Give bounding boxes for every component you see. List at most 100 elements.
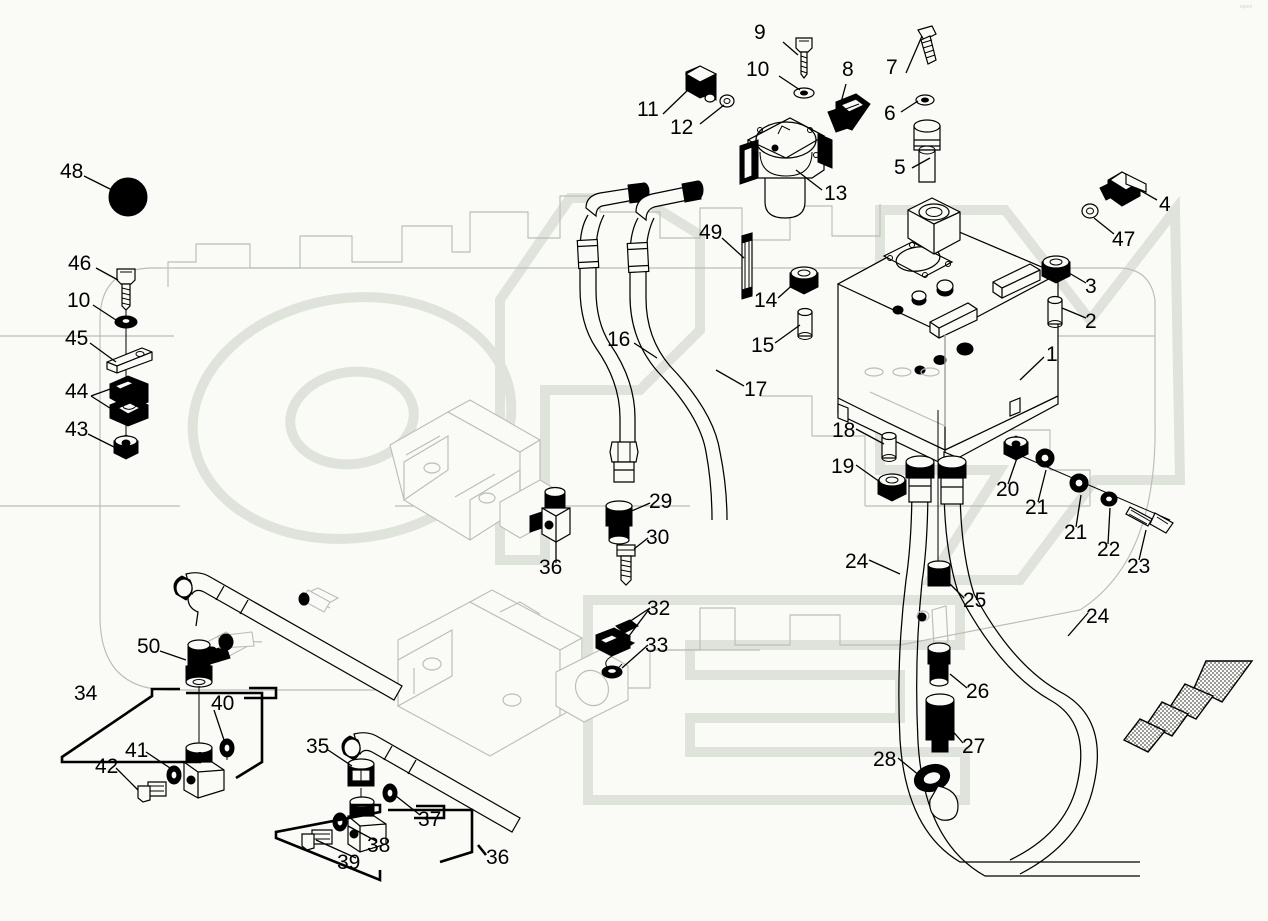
callout-7: 7 bbox=[886, 56, 898, 79]
callout-25: 25 bbox=[963, 589, 987, 612]
callout-10b: 10 bbox=[67, 289, 91, 312]
ghost-fitting bbox=[916, 605, 949, 647]
locknut-20 bbox=[1003, 435, 1029, 461]
cap-28 bbox=[913, 763, 959, 821]
hose-24-right bbox=[937, 455, 1098, 875]
locknut-14 bbox=[789, 266, 819, 295]
callout-49: 49 bbox=[699, 221, 723, 244]
washer-41 bbox=[166, 765, 182, 785]
callout-27: 27 bbox=[962, 735, 986, 758]
callout-15: 15 bbox=[751, 334, 775, 357]
screw-42 bbox=[137, 781, 167, 803]
callout-47: 47 bbox=[1112, 228, 1136, 251]
callout-leaders bbox=[83, 35, 1158, 859]
block-37 bbox=[347, 796, 387, 853]
drain-valve-27 bbox=[925, 693, 955, 753]
screw-46 bbox=[116, 268, 136, 311]
group-bracket-34 bbox=[60, 686, 278, 764]
callout-9: 9 bbox=[754, 21, 766, 44]
locknut-19 bbox=[877, 473, 907, 502]
breather-5 bbox=[913, 119, 941, 183]
direction-arrow-icon bbox=[1122, 660, 1254, 753]
callout-26: 26 bbox=[966, 680, 990, 703]
callout-10: 10 bbox=[746, 58, 770, 81]
adapter-29 bbox=[605, 500, 633, 545]
callout-14: 14 bbox=[754, 289, 778, 312]
callout-36b: 36 bbox=[486, 846, 510, 869]
callout-2: 2 bbox=[1085, 310, 1097, 333]
ghost-pump-upper bbox=[389, 399, 561, 541]
spacer-2 bbox=[1047, 295, 1063, 328]
plug-48 bbox=[108, 177, 148, 217]
callout-34: 34 bbox=[74, 682, 98, 705]
callout-48: 48 bbox=[60, 160, 84, 183]
hose-24-left bbox=[898, 455, 1140, 877]
ghost-pump-lower bbox=[397, 589, 629, 757]
callout-30: 30 bbox=[646, 526, 670, 549]
screw-23 bbox=[1125, 506, 1174, 534]
locknut-43 bbox=[113, 434, 139, 460]
callout-24b: 24 bbox=[1086, 605, 1110, 628]
machine-ghost-outline bbox=[0, 195, 1156, 691]
locknut-3 bbox=[1041, 255, 1071, 284]
tube-left bbox=[173, 572, 403, 701]
callout-45: 45 bbox=[65, 327, 89, 350]
washer-37 bbox=[382, 783, 398, 803]
tee-50 bbox=[185, 631, 263, 688]
callout-24a: 24 bbox=[845, 550, 869, 573]
callout-35: 35 bbox=[306, 735, 330, 758]
washer-38 bbox=[332, 812, 348, 832]
fitting-8 bbox=[827, 93, 871, 133]
adapter-25 bbox=[927, 560, 951, 587]
callout-39: 39 bbox=[337, 851, 361, 874]
hose-17 bbox=[626, 180, 728, 521]
callout-43: 43 bbox=[65, 418, 89, 441]
block-41 bbox=[183, 742, 225, 799]
callout-50: 50 bbox=[137, 635, 161, 658]
callout-3: 3 bbox=[1085, 275, 1097, 298]
washer-21a bbox=[1035, 448, 1055, 468]
callout-37: 37 bbox=[418, 808, 442, 831]
screw-9 bbox=[795, 37, 813, 79]
screw-7 bbox=[917, 25, 937, 65]
callout-29: 29 bbox=[649, 490, 673, 513]
spacer-15 bbox=[797, 307, 813, 340]
washer-21b bbox=[1069, 473, 1089, 493]
callout-6: 6 bbox=[884, 102, 896, 125]
callout-20: 20 bbox=[996, 478, 1020, 501]
washer-10b bbox=[114, 315, 138, 329]
callout-13: 13 bbox=[824, 182, 848, 205]
callout-38: 38 bbox=[367, 834, 391, 857]
adapter-35 bbox=[347, 758, 375, 787]
callout-11: 11 bbox=[637, 98, 659, 121]
callout-12: 12 bbox=[670, 116, 694, 139]
callout-42: 42 bbox=[95, 755, 119, 778]
element-49 bbox=[741, 232, 753, 300]
clamp-32 bbox=[595, 619, 639, 670]
callout-5: 5 bbox=[894, 156, 906, 179]
corner-watermark-text: opex bbox=[1240, 4, 1253, 10]
fastener-row bbox=[1003, 435, 1174, 534]
group-bracket-36b bbox=[274, 803, 474, 882]
callout-21a: 21 bbox=[1025, 496, 1049, 519]
clamp-44 bbox=[109, 375, 149, 427]
callout-22: 22 bbox=[1097, 538, 1121, 561]
callout-23: 23 bbox=[1127, 555, 1151, 578]
callout-32: 32 bbox=[647, 597, 671, 620]
callout-21b: 21 bbox=[1064, 521, 1088, 544]
bracket-45 bbox=[106, 347, 153, 374]
tube-mid bbox=[341, 732, 521, 833]
elbow-block-36a bbox=[529, 486, 571, 543]
adapter-26 bbox=[927, 642, 951, 687]
filter-assembly bbox=[739, 117, 833, 219]
washer-40 bbox=[219, 738, 235, 758]
callout-8: 8 bbox=[842, 58, 854, 81]
callout-46: 46 bbox=[68, 252, 92, 275]
fitting-11 bbox=[684, 65, 718, 103]
callout-17: 17 bbox=[744, 378, 768, 401]
oring-12 bbox=[719, 94, 735, 108]
callout-16: 16 bbox=[607, 328, 631, 351]
callout-19: 19 bbox=[831, 455, 855, 478]
